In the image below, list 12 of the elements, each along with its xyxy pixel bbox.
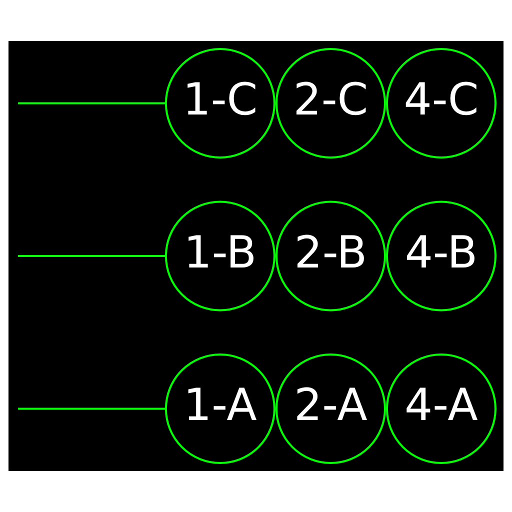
connector: [18, 102, 166, 104]
node-circle: 1-B: [164, 200, 276, 312]
node-circle: 4-A: [386, 353, 496, 464]
node-circle: 1-A: [164, 353, 276, 464]
node-circle: 2-C: [275, 48, 386, 159]
node-circle: 2-A: [275, 353, 386, 464]
node-circle: 2-B: [275, 200, 386, 312]
connector: [18, 408, 166, 410]
connector: [18, 255, 166, 257]
node-circle: 4-B: [386, 200, 496, 312]
node-circle: 1-C: [164, 48, 276, 159]
node-circle: 4-C: [386, 48, 496, 159]
